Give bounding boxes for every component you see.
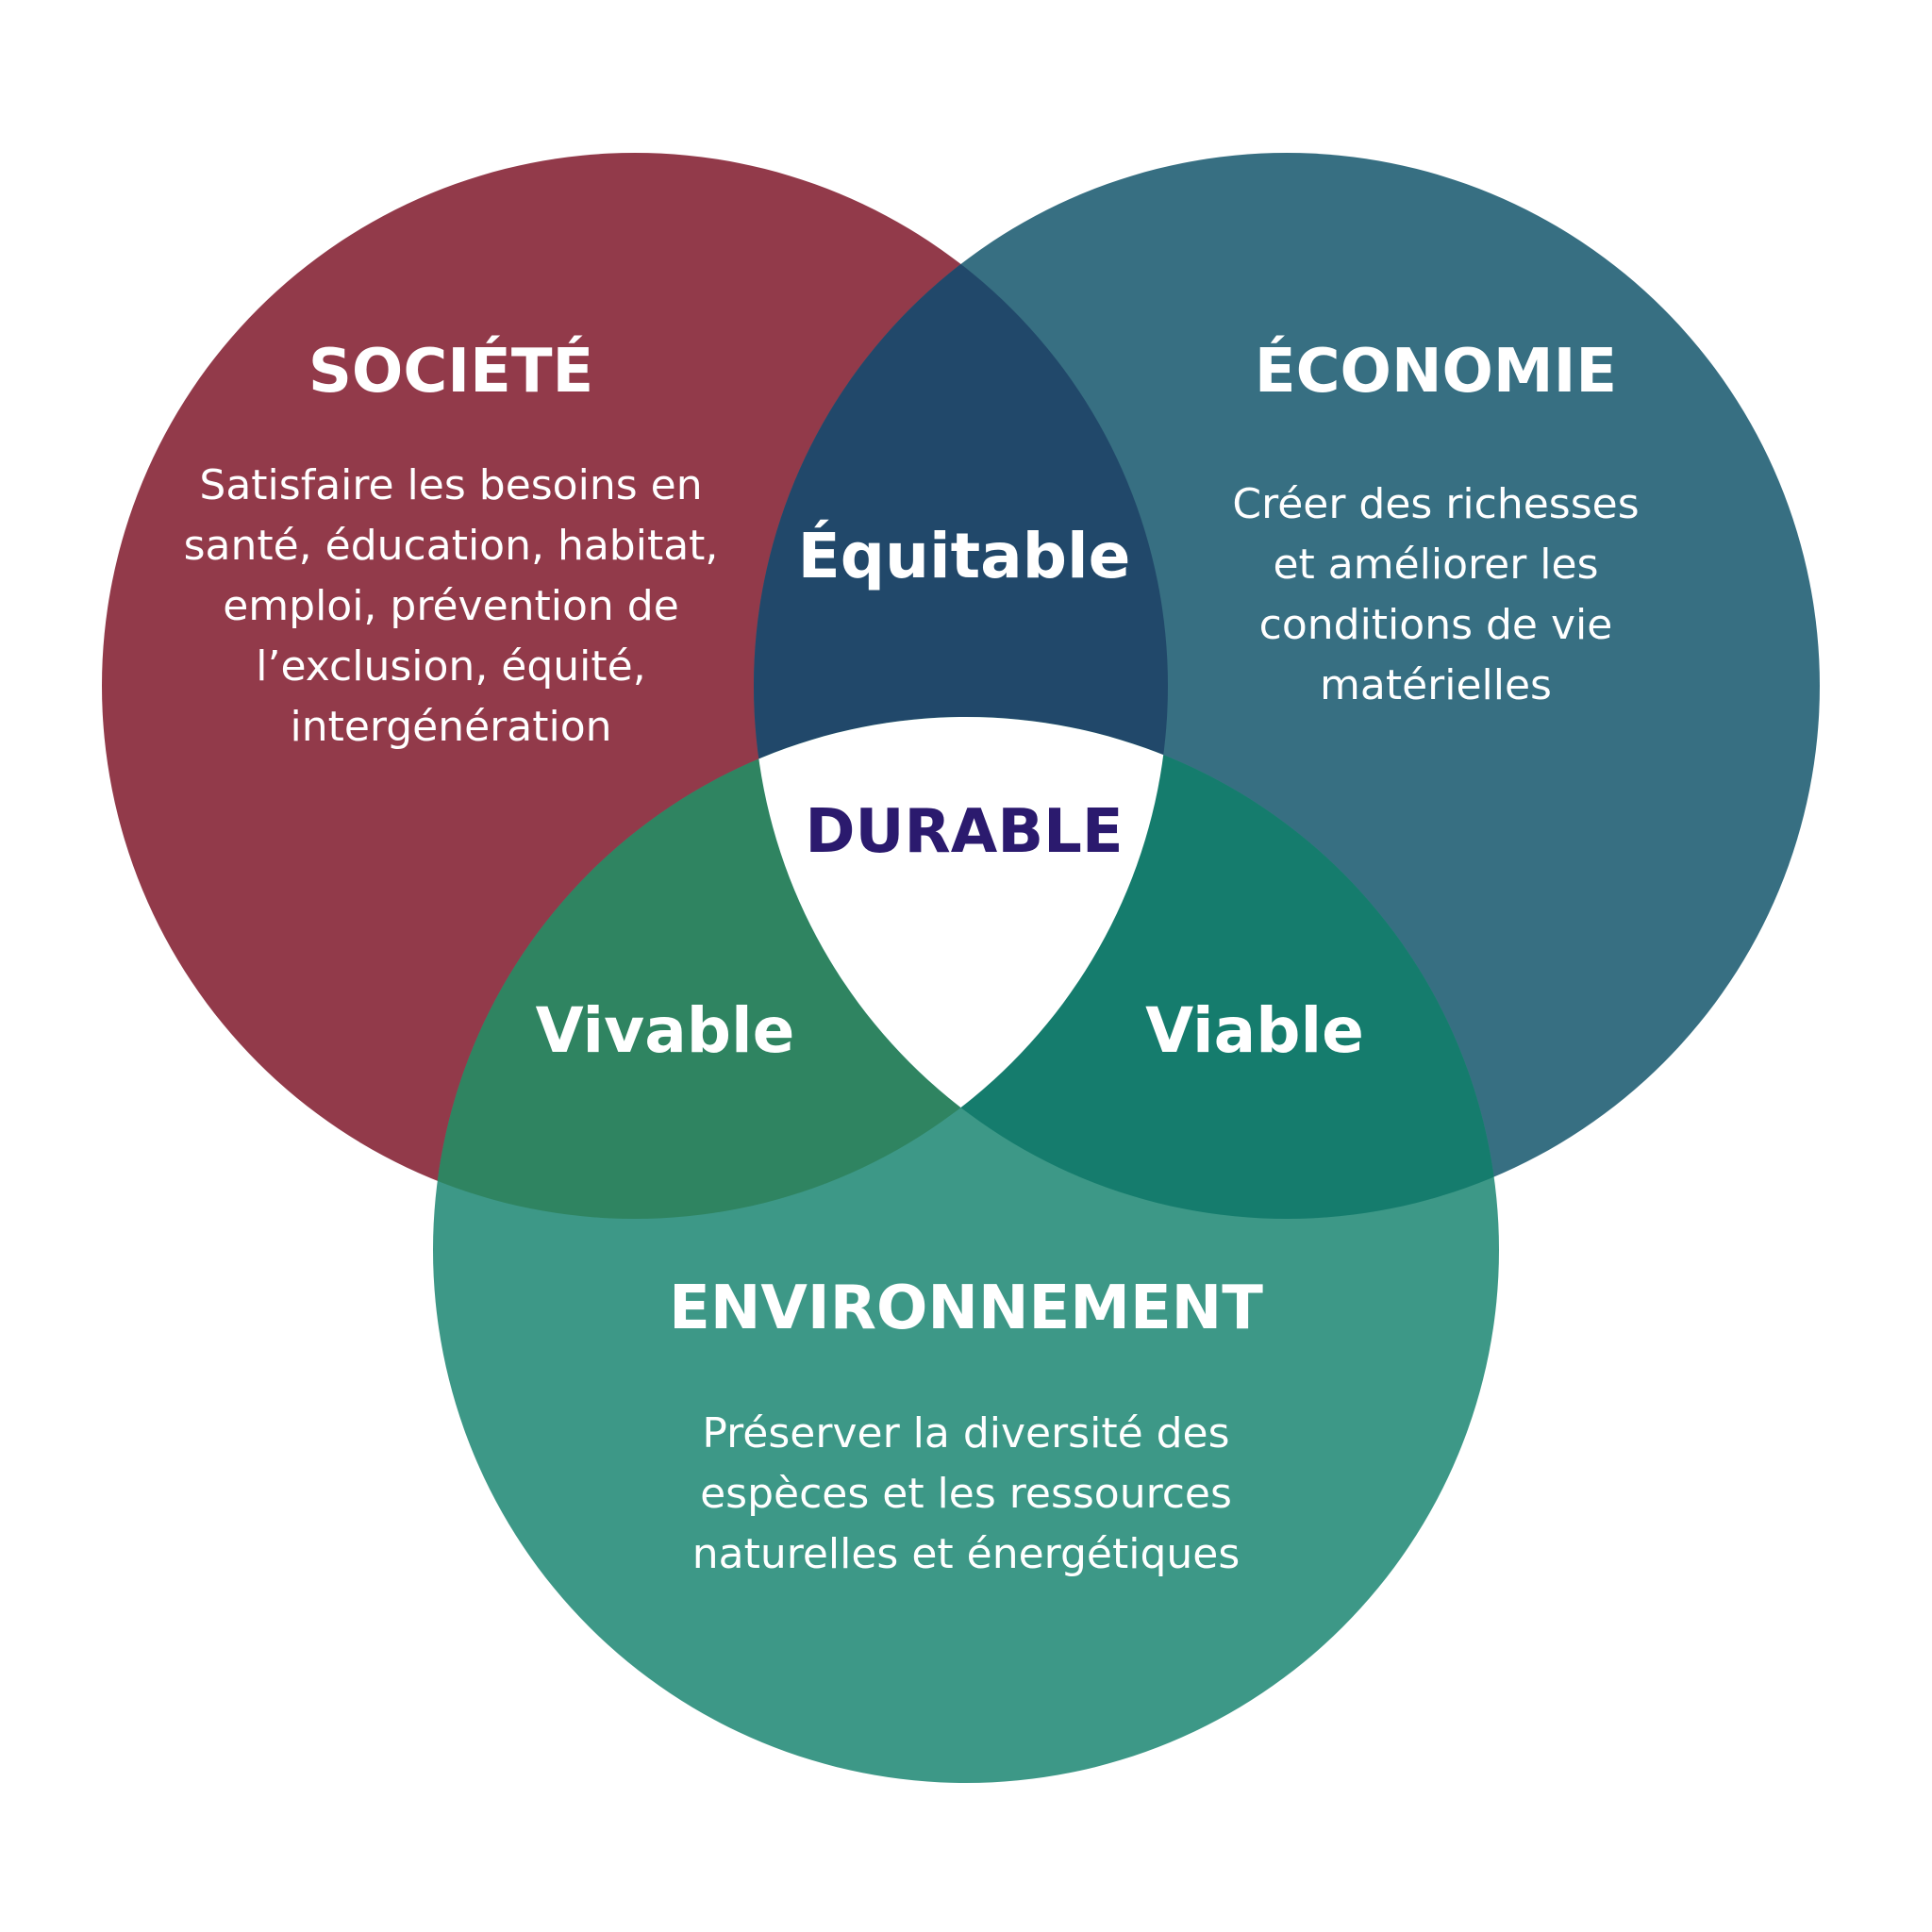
region-viable	[754, 717, 1499, 1219]
description-economie: Créer des richesses et améliorer les condi…	[1232, 480, 1639, 709]
description-societe: Satisfaire les besoins en santé, éducatio…	[184, 461, 719, 751]
description-line: Créer des richesses	[1232, 480, 1639, 528]
label-durable: DURABLE	[805, 797, 1123, 867]
description-line: santé, éducation, habitat,	[184, 522, 719, 570]
description-line: naturelles et énergétiques	[692, 1530, 1241, 1578]
description-line: Satisfaire les besoins en	[199, 461, 702, 509]
label-vivable: Vivable	[536, 994, 795, 1067]
title-societe: SOCIÉTÉ	[308, 335, 593, 407]
title-economie: ÉCONOMIE	[1255, 335, 1617, 407]
description-line: l’exclusion, équité,	[256, 642, 645, 691]
label-viable: Viable	[1145, 994, 1364, 1067]
description-environnement: Préserver la diversité des espèces et les…	[692, 1409, 1241, 1578]
description-line: et améliorer les	[1273, 541, 1598, 589]
label-equitable: Équitable	[798, 519, 1131, 592]
description-line: espèces et les ressources	[700, 1470, 1232, 1518]
title-environnement: ENVIRONNEMENT	[669, 1274, 1263, 1343]
description-line: Préserver la diversité des	[702, 1409, 1229, 1457]
region-vivable	[433, 717, 1168, 1219]
description-line: matérielles	[1320, 661, 1552, 709]
description-line: conditions de vie	[1259, 601, 1613, 649]
description-line: emploi, prévention de	[223, 582, 679, 630]
description-line: intergénération	[290, 703, 611, 751]
